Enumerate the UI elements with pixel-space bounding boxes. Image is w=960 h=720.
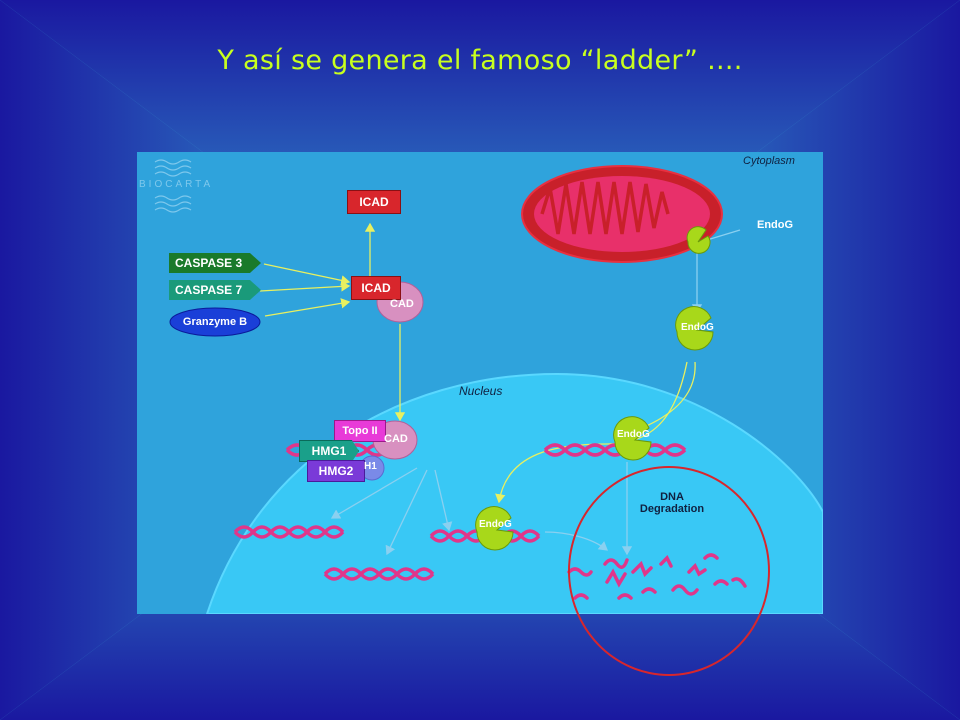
endog-nuc-right-label: EndoG: [617, 429, 650, 440]
endog-cyto-icon: [675, 306, 714, 351]
dna-helix: [323, 567, 435, 581]
endog-nuc-left-icon: [475, 506, 514, 551]
slide-title: Y así se genera el famoso “ladder” ....: [217, 45, 743, 76]
granzyme-b-label: Granzyme B: [182, 316, 248, 328]
biocarta-logo-text: BIOCARTA: [139, 179, 214, 190]
topo-ii-box: Topo II: [334, 420, 386, 442]
endog-nuc-left-label: EndoG: [479, 519, 512, 530]
h1-label: H1: [364, 461, 377, 472]
endog-cyto-label: EndoG: [681, 322, 714, 333]
dna-helix: [233, 525, 345, 539]
biocarta-logo-icon: [154, 159, 192, 213]
cad-label: CAD: [390, 298, 414, 310]
icad-box: ICAD: [351, 276, 401, 300]
icad-top-box: ICAD: [347, 190, 401, 214]
mitochondrion: [521, 165, 723, 263]
highlight-circle: [568, 466, 770, 676]
nucleus-label: Nucleus: [459, 384, 503, 398]
endog-mito-label: EndoG: [757, 219, 794, 231]
caspase-3-box: CASPASE 3: [169, 253, 261, 273]
caspase-7-box: CASPASE 7: [169, 280, 261, 300]
endog-mito-icon: [686, 226, 711, 254]
cad-nuclear-label: CAD: [384, 433, 408, 445]
granzyme-b-shape: [169, 307, 261, 337]
hmg2-box: HMG2: [307, 460, 365, 482]
hmg1-box: HMG1: [299, 440, 359, 462]
endog-nuc-right-icon: [613, 416, 652, 461]
cytoplasm-label: Cytoplasm: [743, 155, 795, 167]
